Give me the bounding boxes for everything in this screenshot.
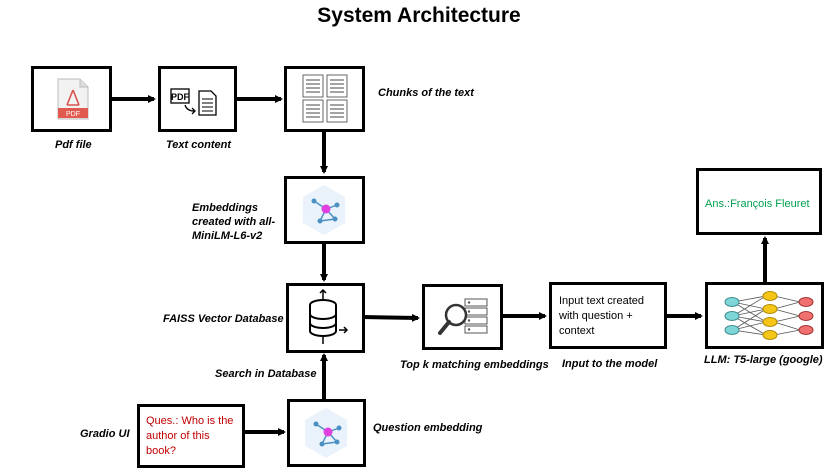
model-input-label: Input to the model <box>562 358 658 370</box>
diagram-title: System Architecture <box>317 4 521 27</box>
faiss-box <box>286 283 365 353</box>
neural-network-icon <box>724 291 814 340</box>
pdf-to-text-icon: PDF <box>170 88 217 116</box>
pdf-file-label: Pdf file <box>55 139 92 151</box>
faiss-label: FAISS Vector Database <box>163 313 284 325</box>
input-text-box: Input text created with question + conte… <box>549 282 667 349</box>
search-label: Search in Database <box>215 368 317 380</box>
embeddings-box <box>284 176 365 244</box>
input-text: Input text created with question + conte… <box>559 295 644 337</box>
topk-label: Top k matching embeddings <box>400 359 549 371</box>
pdf-convert-badge-text: PDF <box>171 92 190 102</box>
answer-box: Ans.:François Fleuret <box>696 168 822 235</box>
document-chunks-icon <box>302 74 348 123</box>
llm-label: LLM: T5-large (google) <box>704 354 823 366</box>
question-text: Ques.: Who is the author of this book? <box>146 415 234 457</box>
pdf-file-icon: PDF <box>57 78 89 120</box>
question-box: Ques.: Who is the author of this book? <box>137 404 245 468</box>
question-graph-icon <box>305 408 347 458</box>
topk-box <box>422 284 503 350</box>
llm-box <box>705 282 824 349</box>
chunks-box <box>284 66 365 132</box>
question-embedding-label: Question embedding <box>373 422 483 434</box>
gradio-label: Gradio UI <box>80 428 130 440</box>
answer-text: Ans.:François Fleuret <box>705 198 810 210</box>
embedding-graph-icon <box>303 185 345 235</box>
arrow-faiss-to-topk <box>361 313 420 322</box>
database-icon <box>309 288 349 344</box>
search-server-icon <box>438 298 488 335</box>
text-content-label: Text content <box>166 139 231 151</box>
pdf-file-box: PDF <box>31 66 112 132</box>
chunks-label: Chunks of the text <box>378 87 474 99</box>
question-embedding-box <box>287 399 366 467</box>
embeddings-label: Embeddings created with all-MiniLM-L6-v2 <box>192 202 276 242</box>
text-content-box: PDF <box>158 66 237 132</box>
pdf-badge-text: PDF <box>66 111 80 118</box>
